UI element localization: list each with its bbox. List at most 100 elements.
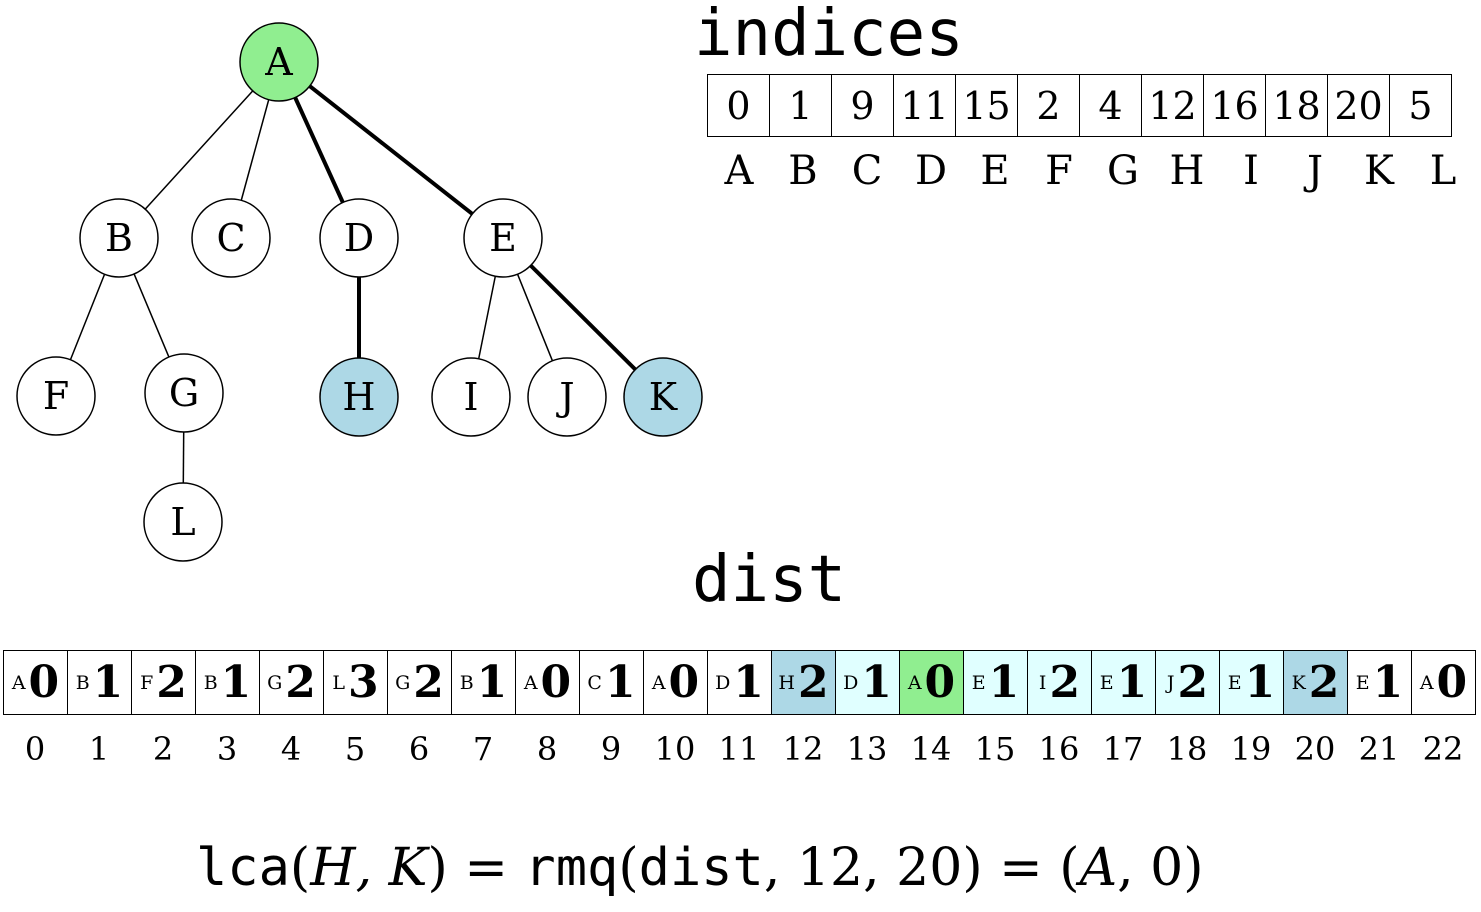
dist-cell-19: E1	[1219, 650, 1284, 715]
indices-cell-F: 2	[1017, 74, 1080, 137]
indices-cell-C: 9	[831, 74, 894, 137]
dist-cell-depth: 1	[1244, 657, 1276, 708]
indices-cell-L: 5	[1389, 74, 1452, 137]
node-C	[191, 198, 271, 278]
dist-cell-4: G2	[259, 650, 324, 715]
dist-cell-node: A	[651, 671, 666, 694]
dist-cell-depth: 1	[861, 657, 892, 708]
edge-E-J	[516, 273, 554, 362]
dist-cell-depth: 2	[797, 657, 829, 708]
node-label-I: I	[463, 375, 478, 419]
node-I	[431, 357, 511, 437]
indices-cell-E: 15	[955, 74, 1018, 137]
dist-cell-depth: 1	[988, 657, 1020, 708]
dist-cell-14: A0	[899, 650, 964, 715]
indices-label-D: D	[914, 148, 948, 194]
node-E	[463, 198, 543, 278]
edge-A-E	[308, 84, 474, 216]
dist-cell-node: L	[332, 671, 345, 694]
dist-cell-node: E	[1227, 671, 1242, 694]
dist-cell-1: B1	[67, 650, 132, 715]
dist-index-18: 18	[1166, 730, 1208, 768]
indices-label-B: B	[788, 148, 818, 194]
dist-cell-17: E1	[1091, 650, 1156, 715]
node-A	[239, 22, 319, 102]
dist-cell-node: E	[1099, 671, 1114, 694]
dist-cell-depth: 2	[285, 657, 316, 708]
dist-index-22: 22	[1422, 730, 1464, 768]
dist-cell-depth: 1	[1116, 657, 1148, 708]
dist-index-20: 20	[1294, 730, 1336, 768]
dist-cell-node: C	[587, 671, 602, 694]
lca-formula: lca(H, K) = rmq(dist, 12, 20) = (A, 0)	[196, 838, 1204, 898]
dist-cell-node: K	[1291, 671, 1306, 694]
dist-cell-6: G2	[387, 650, 452, 715]
indices-label-J: J	[1306, 148, 1324, 194]
dist-cell-depth: 0	[668, 657, 700, 708]
dist-cell-20: K2	[1283, 650, 1348, 715]
dist-index-4: 4	[280, 730, 302, 768]
formula-range: , 12, 20	[763, 838, 963, 898]
dist-cell-node: G	[267, 671, 283, 694]
dist-index-5: 5	[344, 730, 366, 768]
formula-args: H, K	[310, 838, 428, 898]
dist-cell-5: L3	[323, 650, 388, 715]
formula-eq1: =	[464, 838, 508, 898]
dist-cell-depth: 1	[1372, 657, 1404, 708]
dist-cell-depth: 0	[1436, 657, 1468, 708]
dist-index-15: 15	[974, 730, 1016, 768]
dist-cell-depth: 2	[1049, 657, 1081, 708]
dist-cell-2: F2	[131, 650, 196, 715]
dist-cell-node: E	[1355, 671, 1370, 694]
dist-cell-node: E	[971, 671, 986, 694]
dist-cell-depth: 0	[28, 657, 60, 708]
dist-title: dist	[692, 543, 847, 617]
dist-cell-node: G	[395, 671, 411, 694]
dist-cell-15: E1	[963, 650, 1028, 715]
dist-cell-node: F	[140, 671, 154, 694]
node-label-D: D	[344, 216, 374, 260]
dist-cell-18: J2	[1155, 650, 1220, 715]
dist-cell-11: D1	[707, 650, 772, 715]
dist-index-17: 17	[1102, 730, 1144, 768]
dist-index-0: 0	[24, 730, 46, 768]
dist-cell-depth: 2	[1177, 657, 1209, 708]
node-label-K: K	[649, 375, 678, 419]
node-label-L: L	[170, 500, 195, 544]
indices-cell-D: 11	[893, 74, 956, 137]
indices-cell-I: 16	[1203, 74, 1266, 137]
dist-cell-depth: 0	[924, 657, 956, 708]
indices-cell-A: 0	[707, 74, 770, 137]
node-label-G: G	[169, 371, 199, 415]
dist-cell-21: E1	[1347, 650, 1412, 715]
dist-index-6: 6	[408, 730, 430, 768]
dist-cell-node: I	[1038, 671, 1047, 694]
node-D	[319, 198, 399, 278]
node-L	[143, 482, 223, 562]
indices-label-F: F	[1045, 148, 1073, 194]
dist-cell-node: A	[1419, 671, 1434, 694]
indices-label-K: K	[1364, 148, 1394, 194]
edge-B-G	[133, 273, 170, 358]
dist-cell-depth: 1	[476, 657, 508, 708]
dist-index-11: 11	[718, 730, 760, 768]
dist-cell-node: J	[1166, 671, 1175, 694]
dist-index-19: 19	[1230, 730, 1272, 768]
edge-A-C	[240, 99, 270, 201]
node-K	[623, 357, 703, 437]
dist-cell-8: A0	[515, 650, 580, 715]
indices-label-L: L	[1429, 148, 1457, 194]
dist-cell-node: A	[907, 671, 922, 694]
dist-cell-depth: 1	[733, 657, 764, 708]
dist-cell-0: A0	[3, 650, 68, 715]
dist-cell-depth: 0	[540, 657, 572, 708]
dist-cell-node: B	[75, 671, 90, 694]
formula-rmq: rmq	[524, 838, 619, 898]
indices-cell-H: 12	[1141, 74, 1204, 137]
dist-cell-depth: 2	[1308, 657, 1340, 708]
